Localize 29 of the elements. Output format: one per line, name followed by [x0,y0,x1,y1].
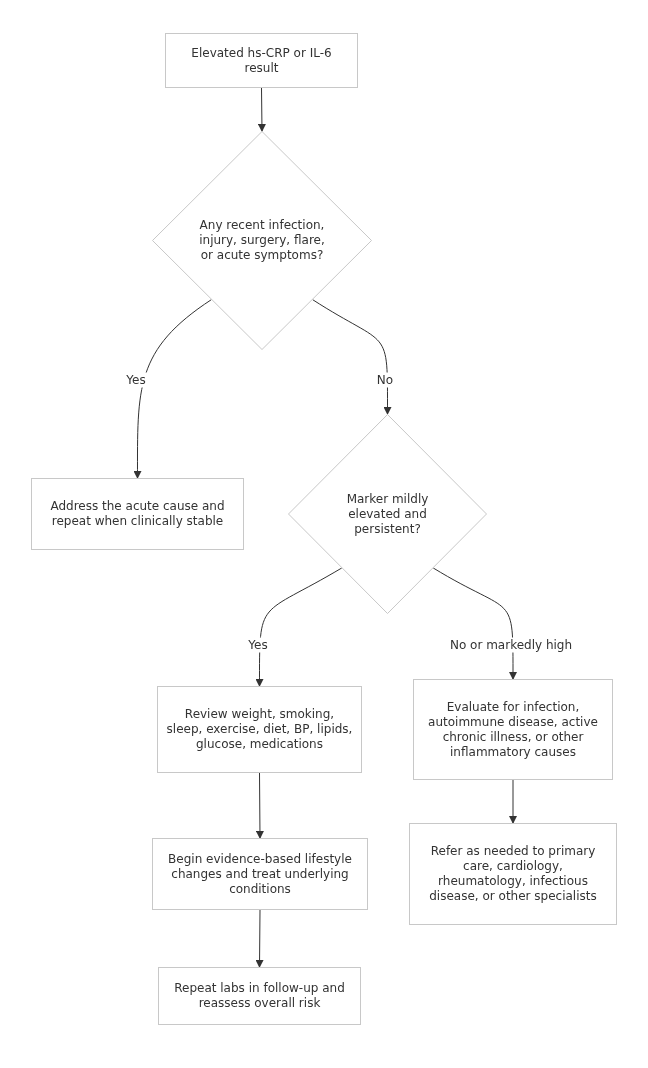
arrow [312,299,392,415]
node-text: Elevated hs-CRP or IL-6 result [190,45,333,76]
arrow [255,772,264,839]
node-text: Any recent infection, injury, surgery, flare, or acute symptoms? [198,218,326,263]
decision-diamond [288,414,487,614]
decision-diamond [152,131,372,350]
node-text: Evaluate for infection, autoimmune disease, active chronic illness, or other inflammatory causes [427,699,599,760]
arrow [133,299,212,479]
node-text: Review weight, smoking, sleep, exercise, diet, BP, lipids, glucose, medications [165,707,354,752]
process-box [157,686,362,773]
arrow [432,567,517,680]
process-box [409,823,617,925]
process-box [31,478,244,550]
process-box [158,967,361,1025]
node-text: Begin evidence-based lifestyle changes and treat underlying conditions [167,851,353,897]
node-text: Address the acute cause and repeat when clinically stable [49,499,226,529]
node-text: Refer as needed to primary care, cardiology, rheumatology, infectious disease, or other specialists [428,844,598,904]
process-box [152,838,368,910]
edge-label: Yes [124,372,148,388]
arrow [257,87,266,132]
edge-label: No [374,372,396,388]
node-text: Marker mildly elevated and persistent? [345,491,430,537]
arrow [255,909,264,968]
arrow [255,567,343,687]
node-text: Repeat labs in follow-up and reassess overall risk [173,981,346,1011]
edge-label: Yes [246,637,270,653]
arrow [509,779,517,824]
process-box [413,679,613,780]
process-box [165,33,358,88]
